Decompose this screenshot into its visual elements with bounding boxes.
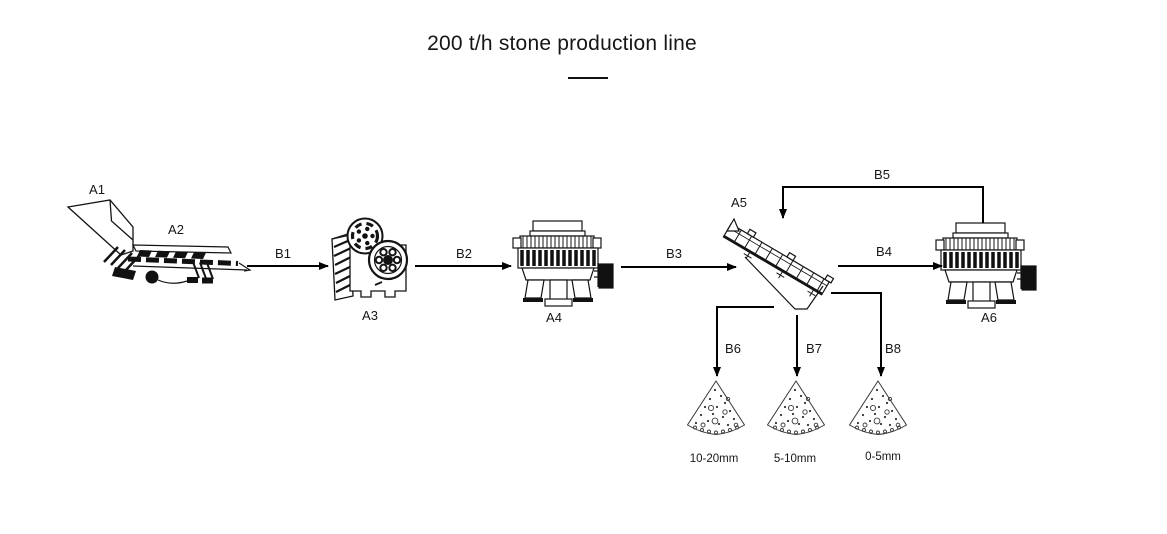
jaw-crusher-icon [331,217,409,301]
label-a3: A3 [362,308,378,323]
label-b3: B3 [666,246,682,261]
stone-pile-icon [687,380,745,435]
flow-line-b5 [779,186,984,223]
label-b5: B5 [874,167,890,182]
label-b8: B8 [885,341,901,356]
cone-crusher-icon [934,221,1038,310]
label-a6: A6 [981,310,997,325]
label-b2: B2 [456,246,472,261]
label-b1: B1 [275,246,291,261]
flow-line-b8 [831,292,885,377]
label-a2: A2 [168,222,184,237]
label-pile-3: 0-5mm [865,451,901,463]
page-title: 200 t/h stone production line [427,32,697,55]
vibrating-screen-icon [722,217,835,310]
flow-arrows [247,186,984,377]
label-a5: A5 [731,195,747,210]
label-pile-2: 5-10mm [774,453,816,465]
vibrating-feeder-icon [127,244,252,284]
label-b4: B4 [876,244,892,259]
flow-line-b6 [713,306,774,377]
hopper-icon [66,199,140,280]
stone-pile-icon [767,380,825,435]
stone-pile-icon [849,380,907,435]
label-a1: A1 [89,182,105,197]
cone-crusher-icon [511,219,615,308]
label-pile-1: 10-20mm [690,453,739,465]
label-b7: B7 [806,341,822,356]
label-a4: A4 [546,310,562,325]
label-b6: B6 [725,341,741,356]
title-underline [568,77,608,79]
